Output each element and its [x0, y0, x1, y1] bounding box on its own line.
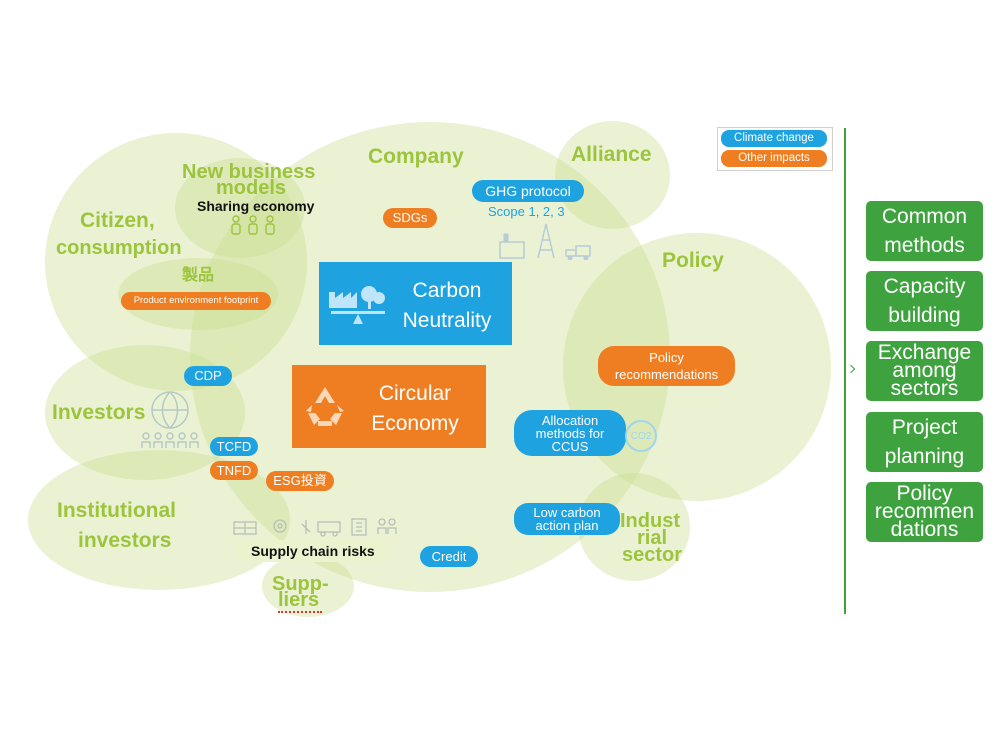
- institutional-label-1: Institutional: [57, 499, 176, 522]
- legend-other-impacts: Other impacts: [721, 150, 827, 167]
- circular-economy-text: Circular Economy: [354, 379, 476, 439]
- alloc-line-2: methods for: [535, 425, 605, 441]
- carbon-neutrality-box: Carbon Neutrality: [319, 262, 512, 345]
- scope-text: Scope 1, 2, 3: [488, 204, 565, 219]
- economy-line: Economy: [371, 412, 459, 435]
- institutional-label-2: investors: [78, 529, 172, 552]
- cdp-tag: CDP: [184, 366, 232, 386]
- investors-label: Investors: [52, 401, 146, 424]
- circular-economy-box: Circular Economy: [292, 365, 486, 448]
- suppliers-underline: [278, 609, 322, 613]
- legend: Climate change Other impacts: [717, 127, 833, 171]
- allocation-ccus-tag: Allocation methods for CCUS: [514, 410, 626, 456]
- policy-label: Policy: [662, 249, 724, 272]
- policy-recommendations-button[interactable]: Policy recommen dations: [866, 482, 983, 542]
- recycle-icon: [306, 387, 344, 426]
- policyrec-line-1: Policy: [896, 482, 953, 505]
- exchange-line-2: among: [892, 359, 957, 382]
- carbon-line: Carbon: [412, 279, 482, 302]
- legend-climate-change: Climate change: [721, 130, 827, 147]
- new-business-label-2: models: [216, 177, 287, 199]
- product-label: 製品: [182, 267, 215, 284]
- sharing-economy-text: Sharing economy: [197, 198, 315, 214]
- alloc-line-3: CCUS: [551, 438, 589, 454]
- citizen-label-1: Citizen,: [80, 209, 155, 232]
- exchange-line-1: Exchange: [877, 341, 972, 364]
- circular-line: Circular: [378, 382, 452, 405]
- suppliers-label-1: Supp-: [272, 573, 329, 595]
- industrial-label-1: Indust: [620, 510, 680, 532]
- citizen-bubble: [45, 133, 307, 391]
- supply-chain-text: Supply chain risks: [251, 543, 375, 559]
- industry-icons: [499, 223, 591, 260]
- exchange-line-3: sectors: [890, 377, 959, 400]
- chevron-right-icon: [846, 364, 856, 374]
- policyrec-line-3: dations: [890, 518, 959, 541]
- industrial-label-3: sector: [622, 544, 683, 566]
- policy-rec-line-1: Policy: [649, 349, 684, 365]
- suppliers-label-2: liers: [278, 589, 320, 611]
- low-carbon-line-1: Low carbon: [533, 505, 601, 520]
- co2-label: CO2: [630, 430, 652, 442]
- capacity-line-2: building: [888, 304, 961, 327]
- common-line-2: methods: [884, 234, 965, 257]
- new-business-label-1: New business: [182, 161, 316, 183]
- company-label: Company: [368, 145, 464, 168]
- policyrec-line-2: recommen: [874, 500, 975, 523]
- alloc-line-1: Allocation: [541, 412, 599, 428]
- low-carbon-plan-tag: Low carbon action plan: [514, 503, 620, 535]
- globe-people-icon: [141, 391, 199, 448]
- policy-recommendations-tag: Policy recommendations: [598, 346, 735, 386]
- citizen-label-2: consumption: [56, 237, 182, 259]
- esg-tag: ESG投資: [266, 471, 334, 491]
- carbon-neutrality-text: Carbon Neutrality: [391, 276, 503, 336]
- new-business-bubble: [175, 158, 305, 258]
- low-carbon-line-2: action plan: [535, 518, 599, 533]
- factory-tree-scale-icon: [329, 286, 385, 324]
- tnfd-tag: TNFD: [210, 461, 258, 480]
- product-footprint-tag: Product environment footprint: [121, 292, 271, 310]
- policy-rec-line-2: recommendations: [614, 366, 719, 382]
- project-line-2: planning: [884, 445, 965, 468]
- industrial-label-2: rial: [637, 527, 668, 549]
- supply-chain-box: [237, 540, 387, 562]
- common-line-1: Common: [881, 205, 968, 228]
- co2-icon: CO2: [625, 420, 657, 452]
- neutrality-line: Neutrality: [402, 309, 492, 332]
- people-group-icon: [231, 215, 275, 235]
- capacity-line-1: Capacity: [883, 275, 966, 298]
- alliance-label: Alliance: [571, 143, 652, 166]
- credit-tag: Credit: [420, 546, 478, 567]
- ghg-protocol-tag: GHG protocol: [472, 180, 584, 202]
- divider-line: [844, 128, 846, 614]
- sdgs-tag: SDGs: [383, 208, 437, 228]
- project-line-1: Project: [891, 416, 958, 439]
- tcfd-tag: TCFD: [210, 437, 258, 456]
- project-planning-button[interactable]: Project planning: [866, 412, 983, 472]
- suppliers-bubble: [262, 555, 354, 617]
- supply-chain-icons: [233, 518, 397, 537]
- alliance-bubble: [555, 121, 670, 229]
- common-methods-button[interactable]: Common methods: [866, 201, 983, 261]
- capacity-building-button[interactable]: Capacity building: [866, 271, 983, 331]
- exchange-among-sectors-button[interactable]: Exchange among sectors: [866, 341, 983, 401]
